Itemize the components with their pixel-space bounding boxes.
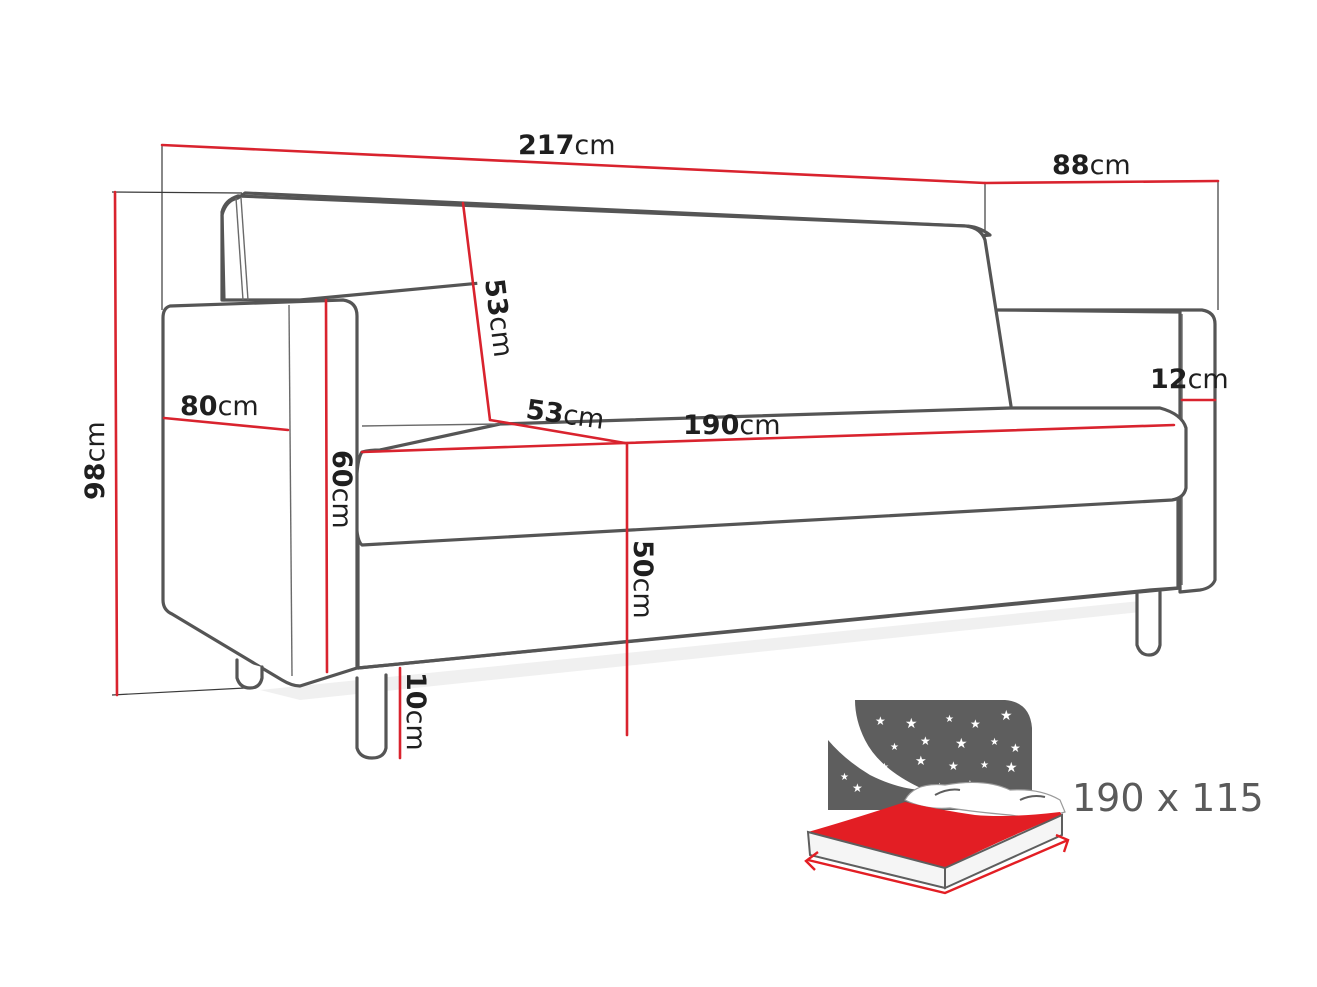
dim-line-seat-left — [360, 441, 627, 454]
dim-line-armrest-depth — [162, 416, 290, 432]
sofa-drawing — [161, 191, 1217, 760]
dim-line-seat-depth — [488, 418, 627, 445]
right-armrest — [996, 308, 1217, 594]
dim-line-total-width — [160, 143, 987, 185]
bed-night-icon: ★ ★ ★ ★ ★ ★ ★ ★ ★ ★ ★ ★ ★ ★ ★ ★ ★ ★ ★ — [804, 700, 1070, 895]
label-total-depth: 88cm — [1052, 150, 1131, 181]
svg-text:★: ★ — [915, 754, 927, 769]
svg-text:★: ★ — [1005, 760, 1018, 776]
svg-text:★: ★ — [945, 714, 954, 725]
svg-text:★: ★ — [970, 717, 981, 731]
leg-front-right — [1135, 590, 1162, 657]
svg-text:★: ★ — [880, 762, 889, 773]
dimension-labels: 217cm 88cm 98cm 80cm 60cm 53cm 53cm 190c… — [80, 130, 1229, 751]
dim-line-seat-width — [623, 423, 1176, 445]
svg-text:★: ★ — [905, 716, 918, 732]
label-total-height: 98cm — [80, 421, 111, 500]
label-armrest-depth: 80cm — [180, 391, 259, 422]
label-armrest-width: 12cm — [1150, 364, 1229, 395]
label-backrest-height: 53cm — [478, 277, 518, 359]
svg-text:★: ★ — [990, 737, 999, 748]
dim-line-total-depth — [983, 179, 1220, 185]
dim-line-armrest-height — [324, 298, 329, 674]
dim-line-total-height — [113, 190, 119, 697]
svg-text:★: ★ — [840, 772, 849, 783]
svg-text:★: ★ — [1000, 708, 1013, 724]
svg-text:★: ★ — [890, 742, 899, 753]
leg-front-left — [355, 673, 388, 760]
label-seat-depth: 53cm — [524, 394, 606, 436]
svg-text:★: ★ — [955, 736, 968, 752]
label-seat-width: 190cm — [683, 410, 781, 441]
sleeping-area-label: 190 x 115 — [1072, 776, 1264, 820]
svg-text:★: ★ — [852, 781, 863, 795]
left-armrest — [161, 298, 359, 688]
leg-back-left — [235, 658, 264, 690]
svg-text:★: ★ — [980, 760, 989, 771]
svg-text:★: ★ — [875, 714, 886, 728]
label-total-width: 217cm — [518, 130, 616, 161]
svg-text:★: ★ — [948, 759, 959, 773]
label-leg-height: 10cm — [400, 672, 431, 751]
dim-line-backrest-height — [461, 201, 492, 422]
label-armrest-height: 60cm — [326, 450, 357, 529]
label-seat-height: 50cm — [627, 540, 658, 619]
dimension-lines — [113, 143, 1220, 760]
svg-text:★: ★ — [1010, 741, 1021, 755]
svg-text:★: ★ — [920, 734, 931, 748]
extension-lines — [111, 145, 1219, 696]
